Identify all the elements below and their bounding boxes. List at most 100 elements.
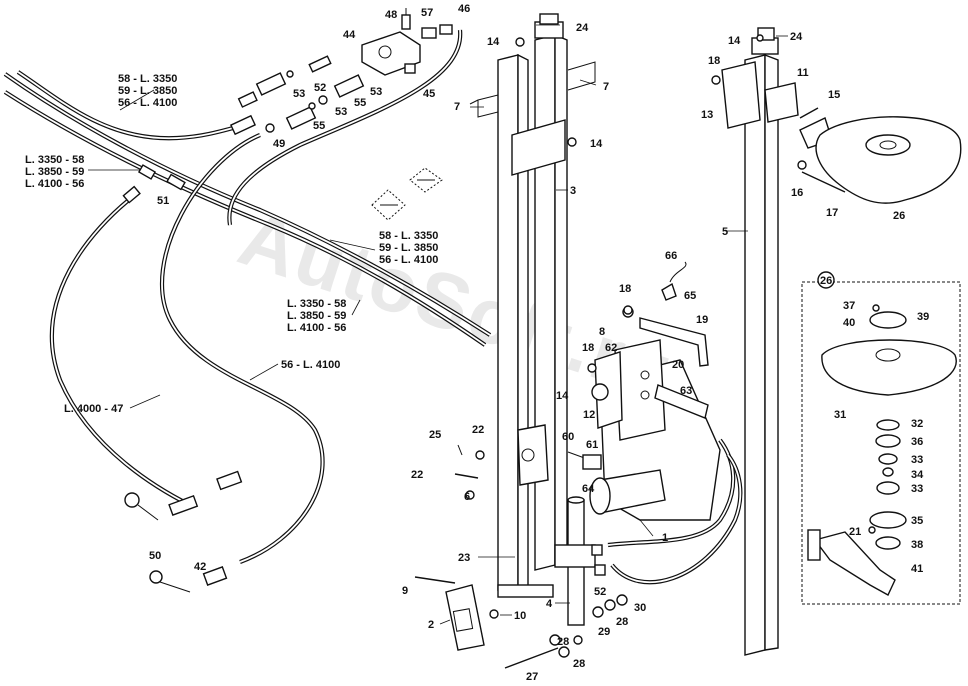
callout-18a: 18 (708, 55, 720, 67)
callout-35: 35 (911, 515, 923, 527)
callout-3: 3 (570, 185, 576, 197)
callout-27: 27 (526, 671, 538, 683)
callout-24a: 24 (576, 22, 589, 34)
callout-18c: 18 (582, 342, 594, 354)
callout-49: 49 (273, 138, 285, 150)
callout-52a: 52 (314, 82, 326, 94)
hydraulic-valve (361, 8, 453, 76)
callout-53a: 53 (293, 88, 305, 100)
callout-20: 20 (672, 359, 684, 371)
hose-table-1-row-2: 59 - L. 3850 (118, 85, 177, 97)
callout-18b: 18 (619, 283, 631, 295)
callout-46: 46 (458, 3, 470, 15)
callout-28c: 28 (616, 616, 628, 628)
callout-5: 5 (722, 226, 728, 238)
hose-table-4-row-3: L. 4100 - 56 (287, 322, 346, 334)
callout-28a: 28 (557, 636, 569, 648)
hose-length-labels: 58 - L. 3350 59 - L. 3850 56 - L. 4100 L… (25, 73, 438, 415)
callout-61: 61 (586, 439, 598, 451)
callout-33b: 33 (911, 483, 923, 495)
callout-62: 62 (605, 342, 617, 354)
callout-55b: 55 (354, 97, 366, 109)
hose-table-2-row-3: L. 4100 - 56 (25, 178, 84, 190)
hose-table-1-row-1: 58 - L. 3350 (118, 73, 177, 85)
callout-44: 44 (343, 29, 356, 41)
callout-39: 39 (917, 311, 929, 323)
callout-41: 41 (911, 563, 923, 575)
callout-14d: 14 (556, 390, 569, 402)
callout-40: 40 (843, 317, 855, 329)
hose-table-3-row-2: 59 - L. 3850 (379, 242, 438, 254)
callout-14a: 14 (487, 36, 500, 48)
callout-34: 34 (911, 469, 924, 481)
disc-assembly-inset (801, 271, 961, 605)
callout-51: 51 (157, 195, 169, 207)
callout-48: 48 (385, 9, 397, 21)
hose-label-47: L. 4000 - 47 (64, 403, 123, 415)
callout-65: 65 (684, 290, 696, 302)
callout-9: 9 (402, 585, 408, 597)
callout-1: 1 (662, 532, 668, 544)
callout-55a: 55 (313, 120, 325, 132)
callout-16: 16 (791, 187, 803, 199)
hose-label-56: 56 - L. 4100 (281, 359, 340, 371)
callout-13: 13 (701, 109, 713, 121)
main-frame (414, 13, 721, 669)
callout-4: 4 (546, 598, 553, 610)
callout-63: 63 (680, 385, 692, 397)
callout-22a: 22 (411, 469, 423, 481)
callout-32: 32 (911, 418, 923, 430)
callout-52b: 52 (594, 586, 606, 598)
callout-42: 42 (194, 561, 206, 573)
callout-6: 6 (464, 491, 470, 503)
callout-10: 10 (514, 610, 526, 622)
callout-33a: 33 (911, 454, 923, 466)
callout-14c: 14 (728, 35, 741, 47)
callout-2: 2 (428, 619, 434, 631)
callout-28b: 28 (573, 658, 585, 670)
callout-17: 17 (826, 207, 838, 219)
callout-7a: 7 (454, 101, 460, 113)
callout-14b: 14 (590, 138, 603, 150)
callout-64: 64 (582, 483, 595, 495)
callout-30: 30 (634, 602, 646, 614)
callout-66: 66 (665, 250, 677, 262)
callout-19: 19 (696, 314, 708, 326)
hose-table-3-row-3: 56 - L. 4100 (379, 254, 438, 266)
hydraulic-hoses (3, 29, 743, 585)
callout-26a: 26 (893, 210, 905, 222)
callout-29: 29 (598, 626, 610, 638)
hose-table-3-row-1: 58 - L. 3350 (379, 230, 438, 242)
hose-fittings (122, 55, 365, 593)
callout-53c: 53 (370, 86, 382, 98)
callout-11: 11 (797, 67, 809, 79)
callout-21: 21 (849, 526, 861, 538)
callout-57: 57 (421, 7, 433, 19)
valve-symbols (371, 167, 443, 221)
callout-23: 23 (458, 552, 470, 564)
callout-38: 38 (911, 539, 923, 551)
callout-7b: 7 (603, 81, 609, 93)
callout-50: 50 (149, 550, 161, 562)
callout-12: 12 (583, 409, 595, 421)
callout-31: 31 (834, 409, 846, 421)
leader-lines (88, 24, 788, 625)
callout-26b: 26 (820, 275, 832, 287)
callout-45: 45 (423, 88, 435, 100)
callout-labels: 1 2 3 4 5 6 7 7 8 9 10 11 12 13 14 14 14… (149, 3, 929, 683)
hose-table-4-row-1: L. 3350 - 58 (287, 298, 346, 310)
hose-table-4-row-2: L. 3850 - 59 (287, 310, 346, 322)
callout-25: 25 (429, 429, 441, 441)
callout-24b: 24 (790, 31, 803, 43)
hose-table-1-row-3: 56 - L. 4100 (118, 97, 177, 109)
hose-table-2-row-2: L. 3850 - 59 (25, 166, 84, 178)
callout-53b: 53 (335, 106, 347, 118)
cutting-disc (815, 116, 962, 204)
callout-36: 36 (911, 436, 923, 448)
callout-8: 8 (599, 326, 605, 338)
callout-60: 60 (562, 431, 574, 443)
right-post (711, 27, 846, 656)
callout-15: 15 (828, 89, 840, 101)
callout-37: 37 (843, 300, 855, 312)
